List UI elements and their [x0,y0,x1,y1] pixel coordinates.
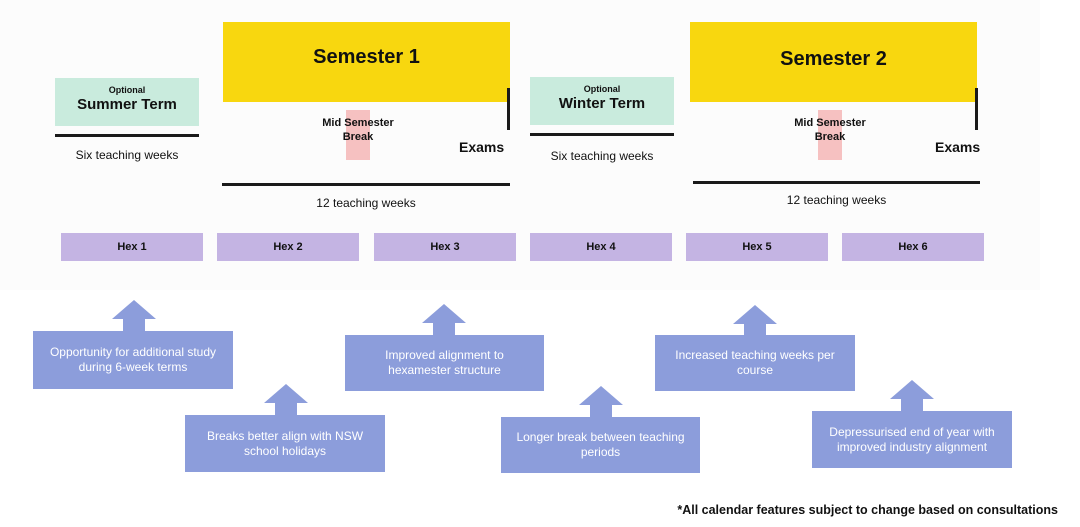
summer-term-title: Summer Term [77,96,177,113]
callout-hexamester-alignment: Improved alignment to hexamester structu… [345,335,544,391]
semester-2-title: Semester 2 [780,48,887,70]
hex-2: Hex 2 [217,233,359,261]
winter-term-title: Winter Term [558,95,646,112]
winter-weeks-label: Six teaching weeks [550,149,654,163]
semester-1-break-label: Mid Semester Break [322,117,394,143]
semester-2-break-label: Mid Semester Break [794,117,866,143]
winter-optional-label: Optional [583,84,621,94]
semester-2-break-marker [818,110,842,160]
arrow-up-icon [890,380,934,412]
arrow-up-icon [422,304,466,336]
summer-term-line [55,134,199,137]
callout-school-holidays: Breaks better align with NSW school holi… [185,415,385,472]
semester-2-line [693,181,980,184]
semester-1-line [222,183,510,186]
callout-longer-break: Longer break between teaching periods [501,417,700,473]
semester-1-exams-label: Exams [459,139,505,155]
hex-3: Hex 3 [374,233,516,261]
hex-6: Hex 6 [842,233,984,261]
semester-1-weeks-label: 12 teaching weeks [316,196,416,210]
semester-2-weeks-label: 12 teaching weeks [786,193,887,207]
semester-1-title: Semester 1 [313,46,420,68]
footnote: *All calendar features subject to change… [677,503,1058,517]
arrow-up-icon [733,305,777,337]
callout-additional-study: Opportunity for additional study during … [33,331,233,389]
hex-4: Hex 4 [530,233,672,261]
callout-teaching-weeks: Increased teaching weeks per course [655,335,855,391]
semester-2-box: Semester 2 [690,22,977,102]
semester-1-box: Semester 1 [223,22,510,102]
winter-term-box: Optional Winter Term [530,77,674,125]
summer-optional-label: Optional [108,85,146,95]
callout-end-of-year: Depressurised end of year with improved … [812,411,1012,468]
semester-1-exam-tick [507,88,510,130]
hex-1: Hex 1 [61,233,203,261]
hex-5: Hex 5 [686,233,828,261]
winter-term-line [530,133,674,136]
arrow-up-icon [579,386,623,418]
semester-2-exams-label: Exams [935,139,981,155]
summer-term-box: Optional Summer Term [55,78,199,126]
arrow-up-icon [264,384,308,416]
semester-2-exam-tick [975,88,978,130]
arrow-up-icon [112,300,156,332]
semester-1-break-marker [346,110,370,160]
summer-weeks-label: Six teaching weeks [75,148,179,162]
